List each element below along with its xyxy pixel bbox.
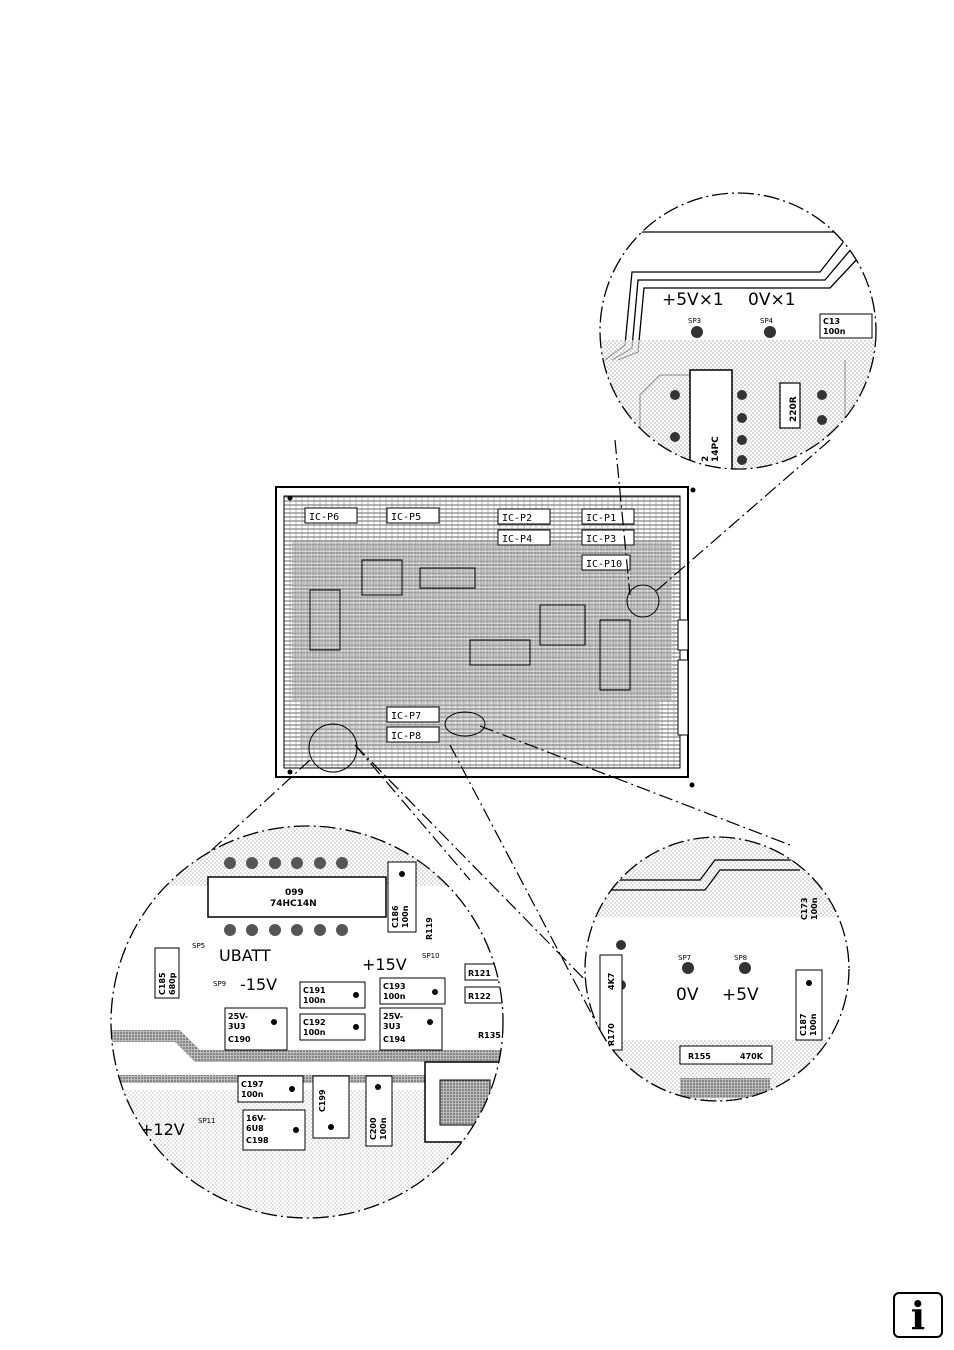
svg-text:3U3: 3U3 [383,1022,401,1031]
svg-text:IC-P6: IC-P6 [309,512,339,523]
svg-text:+15V: +15V [362,955,407,974]
ic-label-p2: IC-P2 [497,508,551,525]
ic-label-p8: IC-P8 [386,726,440,743]
svg-text:R122: R122 [468,992,491,1001]
svg-text:C200: C200 [369,1117,378,1140]
svg-text:IC-P8: IC-P8 [391,731,421,742]
svg-text:R121: R121 [468,969,491,978]
svg-text:16V-: 16V- [246,1114,266,1123]
svg-text:IC-P2: IC-P2 [502,513,532,524]
ic-label-p6: IC-P6 [304,507,358,524]
svg-text:100n: 100n [401,905,410,928]
svg-text:SP3: SP3 [688,317,701,325]
svg-text:C197: C197 [241,1080,264,1089]
svg-text:25V-: 25V- [383,1012,403,1021]
supply-label-5v-right: +5V [722,985,759,1005]
svg-text:R119: R119 [425,917,434,940]
circuit-board: IC-P6 IC-P5 IC-P2 IC-P1 IC-P4 IC-P3 IC-P… [275,486,696,788]
svg-text:SP5: SP5 [192,942,205,950]
svg-text:R155: R155 [688,1052,711,1061]
svg-text:C173: C173 [800,897,809,920]
svg-text:C190: C190 [228,1035,251,1044]
svg-text:3U3: 3U3 [228,1022,246,1031]
svg-text:IC-P7: IC-P7 [391,711,421,722]
svg-text:SP9: SP9 [213,980,226,988]
svg-text:SP4: SP4 [760,317,774,325]
leader-lines [189,439,831,1031]
svg-text:C198: C198 [246,1136,269,1145]
supply-label-5v: +5V×1 [662,290,724,310]
svg-text:C194: C194 [383,1035,406,1044]
svg-text:C199: C199 [318,1089,327,1112]
supply-label-0v: 0V×1 [748,290,796,310]
svg-text:100n: 100n [379,1117,388,1140]
svg-text:14PC: 14PC [711,436,721,462]
svg-text:IC-P5: IC-P5 [391,512,421,523]
svg-text:100n: 100n [241,1090,264,1099]
svg-text:IC-P1: IC-P1 [586,513,616,524]
info-icon: i [893,1292,943,1338]
svg-text:220R: 220R [789,396,799,422]
ic-label-p1: IC-P1 [581,508,635,525]
zoom-detail-bottom-right: SP7 SP8 0V +5V C173 100n C187 100n 4K7 R… [584,836,850,1102]
svg-text:100n: 100n [810,897,819,920]
svg-text:4K7: 4K7 [607,973,616,990]
svg-text:-15V: -15V [240,975,277,994]
svg-text:C191: C191 [303,986,326,995]
svg-text:C185: C185 [158,972,167,995]
svg-text:+12V: +12V [140,1120,185,1139]
svg-text:C187: C187 [799,1013,808,1036]
svg-text:R135: R135 [478,1031,501,1040]
svg-text:C186: C186 [391,905,400,928]
svg-text:100n: 100n [383,992,406,1001]
svg-text:25V-: 25V- [228,1012,248,1021]
svg-text:100n: 100n [303,996,326,1005]
svg-text:100n: 100n [303,1028,326,1037]
svg-text:C193: C193 [383,982,406,991]
svg-text:6U8: 6U8 [246,1124,264,1133]
svg-text:C13: C13 [823,317,840,326]
ic-label-p10: IC-P10 [581,554,631,571]
svg-text:74HC14N: 74HC14N [270,899,317,909]
svg-text:UBATT: UBATT [219,946,271,965]
svg-text:SP11: SP11 [198,1117,216,1125]
svg-text:2: 2 [701,456,711,462]
svg-text:SP10: SP10 [422,952,440,960]
svg-text:SP7: SP7 [678,954,691,962]
supply-label-0v-right: 0V [676,985,699,1005]
ic-label-p4: IC-P4 [497,529,551,546]
zoom-detail-bottom-left: 099 74HC14N UBATT -15V +15V +12V SP5 SP9… [110,825,504,1219]
svg-text:100n: 100n [809,1013,818,1036]
svg-text:099: 099 [285,888,304,898]
ic-label-p5: IC-P5 [386,507,440,524]
svg-text:C192: C192 [303,1018,326,1027]
svg-text:100n: 100n [823,327,846,336]
svg-text:IC-P10: IC-P10 [586,559,622,570]
zoom-detail-top: +5V×1 0V×1 SP3 SP4 C13 100n 220R 14PC 2 [599,192,877,470]
svg-text:R170: R170 [607,1023,616,1046]
svg-text:IC-P4: IC-P4 [502,534,532,545]
svg-text:IC-P3: IC-P3 [586,534,616,545]
ic-label-p7: IC-P7 [386,706,440,723]
svg-text:470K: 470K [740,1052,764,1061]
svg-text:680p: 680p [168,972,177,995]
svg-text:SP8: SP8 [734,954,747,962]
ic-label-p3: IC-P3 [581,529,635,546]
